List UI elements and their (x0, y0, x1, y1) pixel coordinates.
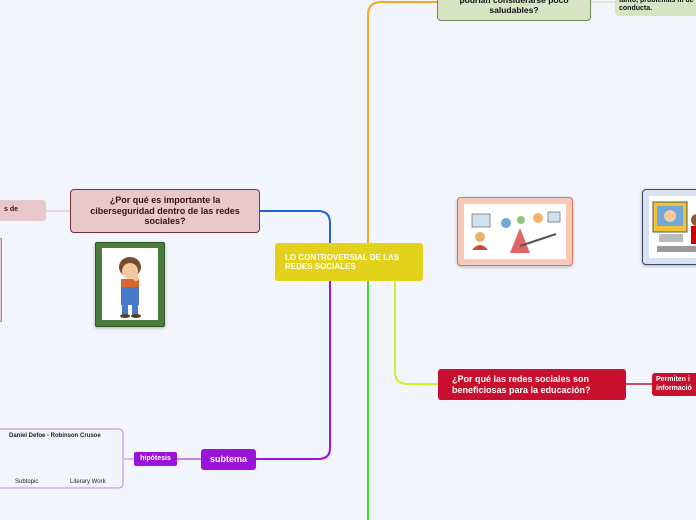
computer-illustration (649, 196, 696, 258)
top-right-note-label: tanto, problemas m de conducta. (619, 0, 694, 12)
subtema-node[interactable]: subtema (201, 449, 256, 470)
floating-literary-work[interactable]: Literary Work (70, 479, 106, 485)
computer-user-image (642, 189, 696, 265)
top-right-note[interactable]: tanto, problemas m de conducta. (615, 0, 696, 16)
floating-topic-frame (0, 428, 124, 489)
connector-top (367, 1, 437, 245)
subtema-label: subtema (209, 454, 247, 465)
cyber-left-stub[interactable]: s de (0, 200, 46, 221)
top-question-node[interactable]: podrían considerarse poco saludables? (437, 0, 591, 21)
cyber-left-stub-label: s de (3, 206, 18, 214)
social-network-image (457, 197, 573, 266)
hipotesis-node[interactable]: hipótesis (134, 452, 177, 466)
floating-subtopic[interactable]: Subtopic (15, 479, 39, 485)
network-illustration (464, 204, 566, 259)
floating-topic-title[interactable]: Daniel Defoe - Robinson Crusoe (9, 433, 101, 439)
boy-illustration (102, 248, 158, 320)
hipotesis-label: hipótesis (140, 454, 171, 462)
education-question-node[interactable]: ¿Por qué las redes sociales son benefici… (438, 369, 626, 400)
education-right-label: Permiten i informació (656, 376, 692, 392)
central-topic[interactable]: LO CONTROVERSIAL DE LAS REDES SOCIALES (275, 243, 423, 281)
top-question-label: podrían considerarse poco saludables? (459, 0, 569, 16)
education-question-label: ¿Por qué las redes sociales son benefici… (452, 374, 591, 395)
connector-education (394, 280, 438, 385)
education-right-node[interactable]: Permiten i informació (652, 373, 696, 396)
cyber-question-label: ¿Por qué es importante la ciberseguridad… (90, 195, 240, 227)
thinking-boy-image (95, 242, 165, 327)
connector-subtema (256, 280, 331, 460)
left-partial-frame (0, 238, 2, 322)
connector-cyber (260, 210, 331, 245)
cyber-question-node[interactable]: ¿Por qué es importante la ciberseguridad… (70, 189, 260, 233)
central-topic-label: LO CONTROVERSIAL DE LAS REDES SOCIALES (285, 252, 400, 271)
